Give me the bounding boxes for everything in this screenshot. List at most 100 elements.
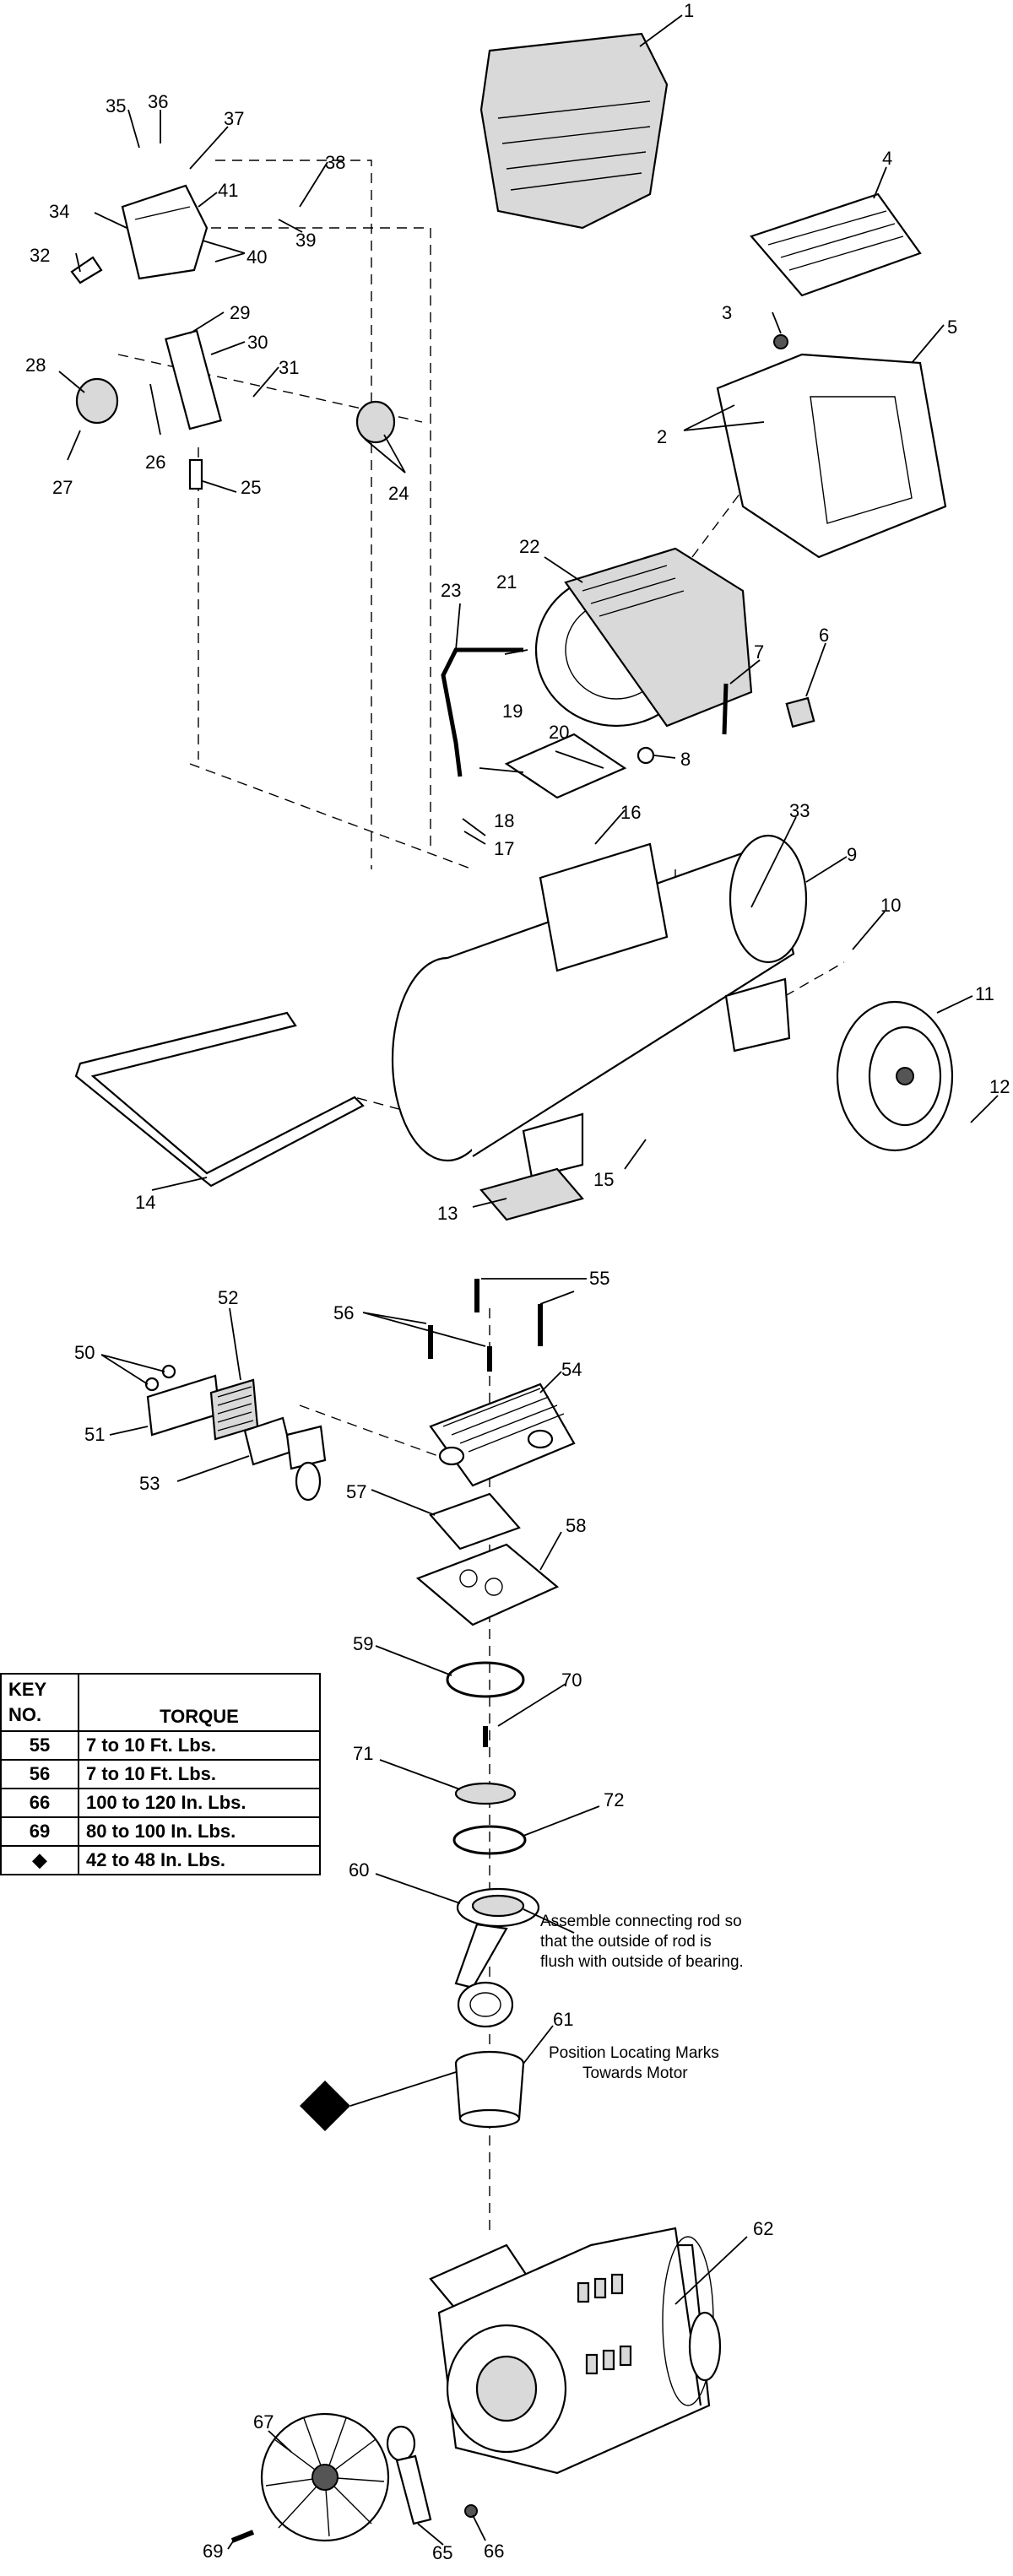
callout-17: 17 [494,838,514,859]
callout-50: 50 [74,1342,95,1363]
callout-41: 41 [218,180,238,201]
lower-callout-labels: 50 51 52 53 54 55 56 57 58 59 60 61 62 6… [74,1268,773,2563]
row-torque: 7 to 10 Ft. Lbs. [78,1730,321,1761]
callout-14: 14 [135,1192,155,1213]
callout-25: 25 [241,477,261,498]
cylinder-head [429,1383,576,1487]
note-rod-line-3: flush with outside of bearing. [540,1953,744,1971]
air-tank [391,834,808,1179]
callout-60: 60 [349,1859,369,1881]
callout-12: 12 [989,1076,1010,1097]
callout-4: 4 [882,148,892,169]
callout-55: 55 [589,1268,609,1289]
shroud [716,353,947,559]
gauge-pair [355,400,396,444]
handle [74,1011,365,1188]
callout-34: 34 [49,201,69,222]
callout-51: 51 [84,1424,105,1445]
callout-30: 30 [247,332,268,353]
row-torque: 100 to 120 In. Lbs. [78,1788,321,1818]
callout-10: 10 [880,895,901,916]
pressure-switch [121,184,209,280]
callout-6: 6 [819,625,829,646]
callout-24: 24 [388,483,409,504]
row-torque: 42 to 48 In. Lbs. [78,1845,321,1875]
row-key: 56 [0,1759,79,1789]
crankcase-motor [429,2227,722,2475]
callout-28: 28 [25,354,46,376]
callout-40: 40 [246,246,267,268]
callout-53: 53 [139,1473,160,1494]
row-key: 69 [0,1816,79,1847]
fan-bolt [230,2530,255,2543]
callout-38: 38 [325,152,345,173]
gasket-plate [504,733,627,799]
callout-31: 31 [279,357,299,378]
upper-callouts [58,14,999,1208]
head-gasket [429,1492,521,1550]
washer [637,746,655,765]
callout-1: 1 [684,0,694,21]
callout-56: 56 [333,1302,354,1323]
callout-65: 65 [432,2542,452,2563]
connecting-rod-note: Assemble connecting rod so that the outs… [540,1913,744,1971]
outlet-tube [441,647,523,777]
callout-19: 19 [502,701,523,722]
cap [785,696,815,728]
callout-7: 7 [754,641,764,663]
o-ring [446,1661,525,1698]
foot-pad [479,1167,584,1221]
table-row: 66 100 to 120 In. Lbs. [0,1788,321,1818]
callout-18: 18 [494,810,514,831]
callout-71: 71 [353,1743,373,1764]
note-bearing-line-1: Position Locating Marks [549,2044,719,2062]
table-row: 55 7 to 10 Ft. Lbs. [0,1730,321,1761]
header-key-line-1: KEY [8,1679,47,1700]
row-torque: 7 to 10 Ft. Lbs. [78,1759,321,1789]
filter-assembly [144,1364,259,1441]
retainer [454,1782,517,1805]
callout-22: 22 [519,536,539,557]
callout-36: 36 [148,91,168,112]
callout-52: 52 [218,1287,238,1308]
callout-58: 58 [566,1515,586,1536]
row-torque: 80 to 100 In. Lbs. [78,1816,321,1847]
pressure-gauge [75,377,119,425]
callout-39: 39 [295,230,316,251]
callout-54: 54 [561,1359,582,1380]
manifold [165,329,222,430]
callout-23: 23 [441,580,461,601]
callout-66: 66 [484,2541,504,2562]
bearing [454,2050,525,2129]
callout-26: 26 [145,452,165,473]
header-key-line-2: NO. [8,1704,42,1725]
valve-plate [415,1543,560,1626]
callout-59: 59 [353,1633,373,1654]
pump-motor-assembly [534,547,753,728]
lower-callouts [100,1278,748,2550]
callout-33: 33 [789,800,810,821]
callout-27: 27 [52,477,73,498]
bearing-note: Position Locating Marks Towards Motor [549,2044,719,2082]
header-key-no: KEY NO. [0,1673,79,1732]
callout-62: 62 [753,2218,773,2239]
bolt [722,683,729,735]
callout-13: 13 [437,1203,458,1224]
callout-3: 3 [722,302,732,323]
diamond-symbol-icon [300,2081,350,2131]
torque-table: KEY NO. TORQUE 55 7 to 10 Ft. Lbs. 56 7 … [0,1673,321,1875]
piston-seal [452,1825,527,1855]
callout-2: 2 [657,426,667,447]
callout-11: 11 [975,983,994,1004]
callout-67: 67 [253,2411,274,2433]
callout-8: 8 [680,749,691,770]
note-rod-line-1: Assemble connecting rod so [540,1913,742,1930]
callout-72: 72 [604,1789,624,1810]
callout-57: 57 [346,1481,366,1502]
upper-callout-labels: 1 2 3 4 5 6 7 8 9 10 11 12 13 14 15 16 1… [25,0,1010,1224]
wheel [836,1000,954,1152]
belt-guard-cover [479,32,669,230]
callout-35: 35 [106,95,126,116]
table-row: 56 7 to 10 Ft. Lbs. [0,1759,321,1789]
row-key: 66 [0,1788,79,1818]
